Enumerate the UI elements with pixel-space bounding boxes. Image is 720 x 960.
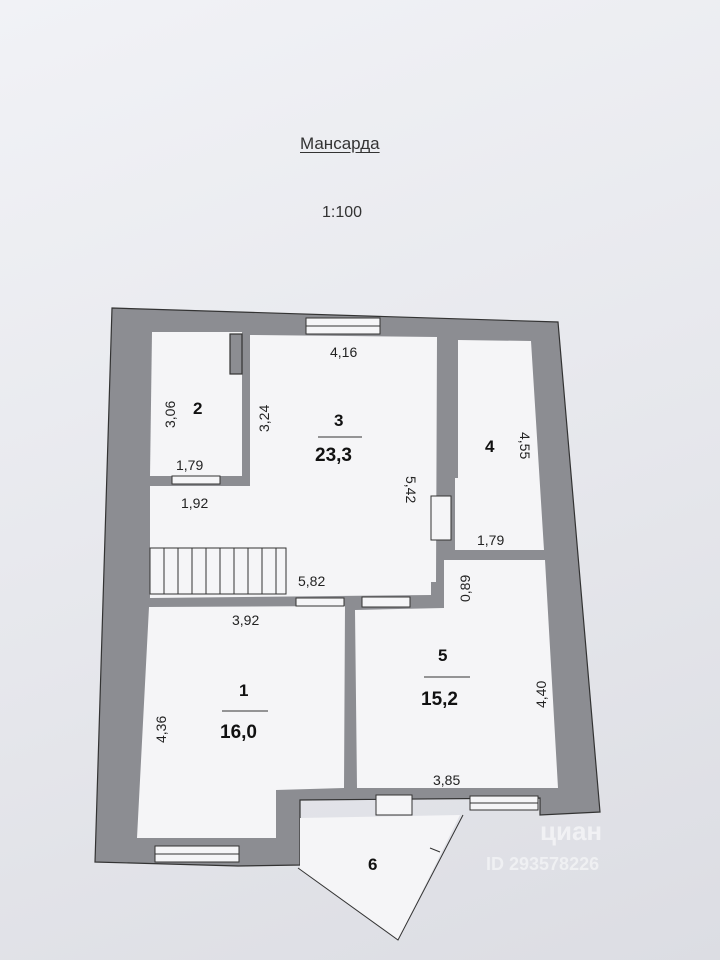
door-room-4 [430,495,452,541]
dim-room-2-height: 3,06 [162,401,178,428]
room-3-area: 23,3 [315,445,352,466]
room-6-floor [300,815,460,940]
plan-scale: 1:100 [322,204,363,221]
dim-room-1-height: 4,36 [153,716,169,743]
dim-room-1-width: 3,92 [232,612,259,628]
dim-room-4-width: 1,79 [477,532,504,548]
dim-room-4-height: 4,55 [517,432,533,459]
dim-room-3-right-height: 5,42 [403,476,419,503]
door-room-6 [375,794,413,816]
room-1-number: 1 [239,681,248,700]
room-4-floor [455,340,544,550]
room-2-number: 2 [193,399,202,418]
plan-title: Мансарда [300,134,380,153]
dim-room-5-height: 4,40 [533,681,549,708]
room-2-floor [150,332,242,476]
room-3-number: 3 [334,411,343,430]
dim-room-3-width: 4,16 [330,344,357,360]
staircase [149,547,287,595]
watermark-brand: циан [540,816,602,846]
watermark-id: ID 293578226 [486,854,599,874]
dim-room-3-left-height: 3,24 [256,405,272,432]
room-6-number: 6 [368,855,377,874]
dim-passage-depth: 0,89 [457,575,473,602]
room-1-floor [137,606,345,838]
room-6-outline [297,814,464,941]
room-2-pillar [229,333,243,375]
room-4-number: 4 [485,437,495,456]
room-5-area: 15,2 [421,689,458,710]
door-room-2 [171,475,221,485]
dim-room-2-width: 1,79 [176,457,203,473]
room-3-floor [150,335,437,598]
dim-hall-width: 1,92 [181,495,208,511]
room-5-number: 5 [438,646,447,665]
room-1-area: 16,0 [220,722,257,743]
dim-room-3-bottom-width: 5,82 [298,573,325,589]
room-6-window-line [429,847,441,853]
dim-room-5-width: 3,85 [433,772,460,788]
door-room-1 [295,597,345,607]
room-5-floor [355,560,558,788]
door-room-5 [361,596,411,608]
